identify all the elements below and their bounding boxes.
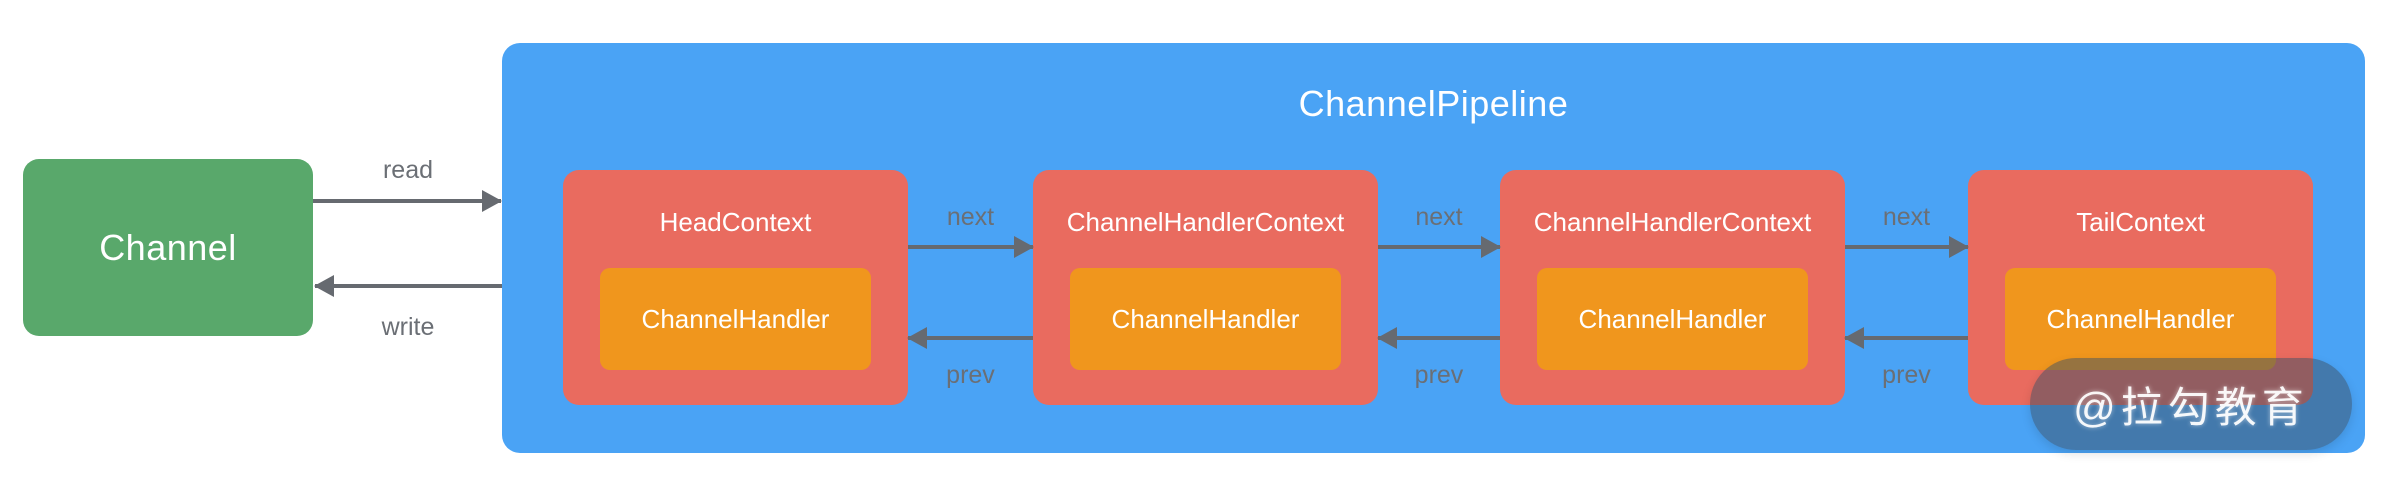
channel-handler-node: ChannelHandler [1537, 268, 1808, 370]
context-label: ChannelHandlerContext [1533, 207, 1812, 237]
next-arrow [1378, 245, 1500, 249]
context-node-handler-2: ChannelHandlerContext ChannelHandler [1500, 170, 1845, 405]
watermark-text: @拉勾教育 [2073, 383, 2309, 431]
context-label: TailContext [2076, 207, 2205, 237]
next-arrow [908, 245, 1033, 249]
read-arrow [313, 199, 501, 203]
prev-arrow [1845, 336, 1968, 340]
channel-handler-label: ChannelHandler [1578, 303, 1767, 334]
prev-arrow-label: prev [1414, 361, 1464, 389]
context-label: ChannelHandlerContext [1066, 207, 1345, 237]
channel-handler-label: ChannelHandler [1111, 303, 1300, 334]
channel-handler-label: ChannelHandler [641, 303, 830, 334]
channel-node: Channel [23, 159, 313, 336]
write-arrow [315, 284, 503, 288]
context-node-handler-1: ChannelHandlerContext ChannelHandler [1033, 170, 1378, 405]
prev-arrow-label: prev [946, 361, 995, 389]
channel-label: Channel [99, 226, 237, 268]
context-label: HeadContext [659, 207, 812, 237]
pipeline-title: ChannelPipeline [1298, 83, 1569, 124]
read-arrow-label: read [382, 156, 434, 184]
prev-arrow [908, 336, 1033, 340]
channel-handler-node: ChannelHandler [600, 268, 871, 370]
watermark-badge: @拉勾教育 [2030, 358, 2352, 450]
next-arrow-label: next [1882, 203, 1931, 231]
context-node-head: HeadContext ChannelHandler [563, 170, 908, 405]
channel-handler-node: ChannelHandler [1070, 268, 1341, 370]
next-arrow [1845, 245, 1968, 249]
next-arrow-label: next [1415, 203, 1463, 231]
next-arrow-label: next [946, 203, 995, 231]
prev-arrow-label: prev [1882, 361, 1931, 389]
prev-arrow [1378, 336, 1500, 340]
channel-handler-node: ChannelHandler [2005, 268, 2276, 370]
channel-handler-label: ChannelHandler [2046, 303, 2235, 334]
write-arrow-label: write [381, 313, 435, 341]
